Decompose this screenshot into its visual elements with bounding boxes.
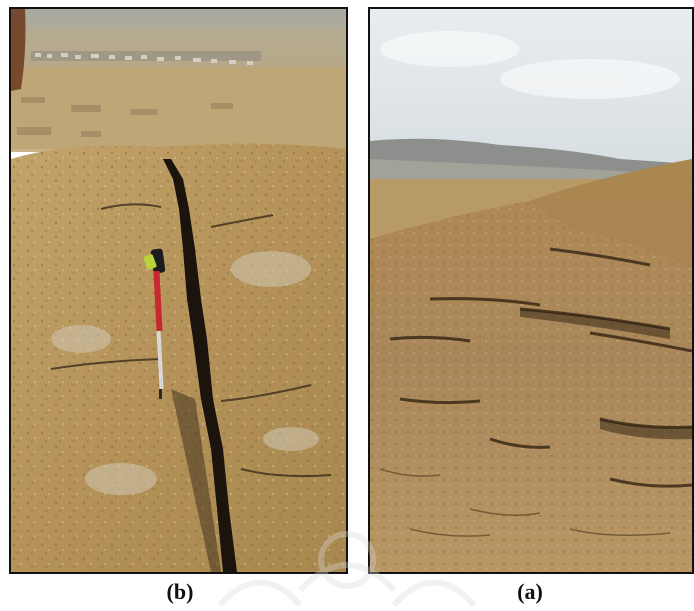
hiking-pole bbox=[143, 248, 166, 399]
main-fracture bbox=[163, 159, 237, 572]
village bbox=[31, 51, 261, 65]
photo-b-rock-fracture bbox=[9, 7, 348, 574]
caption-a: (a) bbox=[517, 579, 543, 604]
caption-b: (b) bbox=[166, 579, 194, 604]
photo-b-scene bbox=[11, 9, 346, 572]
photo-a-rock-ridge bbox=[368, 7, 694, 574]
photo-a-scene bbox=[370, 9, 692, 572]
